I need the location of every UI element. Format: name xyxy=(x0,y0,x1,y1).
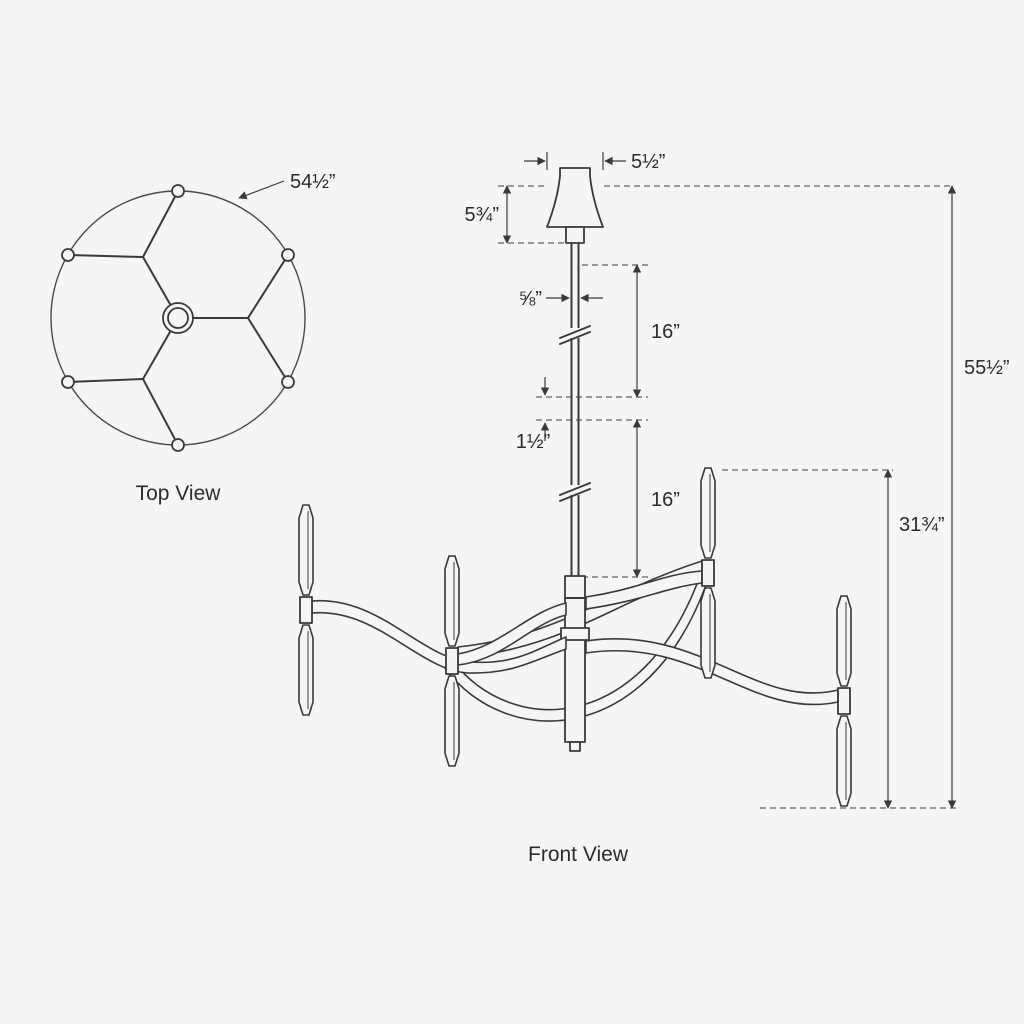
light-blade xyxy=(444,555,460,647)
dim-rod-spacer: 1½” xyxy=(516,431,550,453)
dim-top-diameter: 54½” xyxy=(290,171,336,193)
light-cluster-mid-left xyxy=(444,555,460,767)
light-cluster-far-left xyxy=(298,504,314,716)
top-view-label: Top View xyxy=(136,482,222,505)
light-endpoint xyxy=(281,375,295,389)
arm-ribbon-far-left xyxy=(311,600,567,674)
arm-branch xyxy=(67,254,144,258)
diameter-leader-line xyxy=(238,180,285,200)
light-cluster-far-right xyxy=(836,595,852,807)
dim-canopy-height: 5¾” xyxy=(465,204,499,226)
arm-branch xyxy=(247,254,289,319)
rod-break-mark xyxy=(559,488,591,502)
front-view-label: Front View xyxy=(528,843,629,866)
light-blade xyxy=(836,595,852,687)
light-endpoint xyxy=(281,248,295,262)
light-endpoint xyxy=(61,248,75,262)
blade-connector xyxy=(445,647,459,675)
canopy-neck xyxy=(565,226,585,244)
arm-ribbon-mid-left xyxy=(457,602,567,666)
rod-break-mark xyxy=(559,331,591,345)
light-endpoint xyxy=(171,438,185,452)
dim-fixture-height: 31¾” xyxy=(899,514,945,536)
blade-connector xyxy=(299,596,313,624)
ceiling-canopy xyxy=(546,167,604,228)
dim-canopy-width: 5½” xyxy=(631,151,665,173)
column-finial xyxy=(569,741,581,752)
front-view-dimensions: 5½” 5¾” ⅝” 16” 1½” 16” 55½” 31¾” xyxy=(465,151,1010,809)
center-column xyxy=(564,575,586,743)
blade-connector xyxy=(837,687,851,715)
down-rod xyxy=(559,242,591,577)
light-blade xyxy=(298,624,314,716)
column-arm-bracket xyxy=(560,627,590,641)
arm-branch xyxy=(67,378,144,383)
light-blade xyxy=(700,587,716,679)
light-blade xyxy=(700,467,716,559)
light-blade xyxy=(444,675,460,767)
top-view-diagram: 54½” Top View xyxy=(50,171,336,505)
light-cluster-mid-right xyxy=(700,467,716,679)
blade-connector xyxy=(701,559,715,587)
arm-branch xyxy=(142,378,179,446)
dim-overall-height: 55½” xyxy=(964,357,1010,379)
arm-branch xyxy=(247,317,289,383)
chandelier-body xyxy=(298,467,852,807)
light-blade xyxy=(298,504,314,596)
rod-break-mark xyxy=(559,325,591,339)
rod-break-mark xyxy=(559,482,591,496)
light-endpoint xyxy=(171,184,185,198)
dim-rod-diameter: ⅝” xyxy=(519,288,542,310)
dim-rod-upper: 16” xyxy=(651,321,680,343)
dim-rod-lower: 16” xyxy=(651,489,680,511)
top-view-lights xyxy=(61,184,295,452)
arm-branch xyxy=(142,190,179,258)
front-view-diagram: 5½” 5¾” ⅝” 16” 1½” 16” 55½” 31¾” xyxy=(298,151,1010,866)
center-hub-inner xyxy=(167,307,189,329)
light-endpoint xyxy=(61,375,75,389)
light-blade xyxy=(836,715,852,807)
